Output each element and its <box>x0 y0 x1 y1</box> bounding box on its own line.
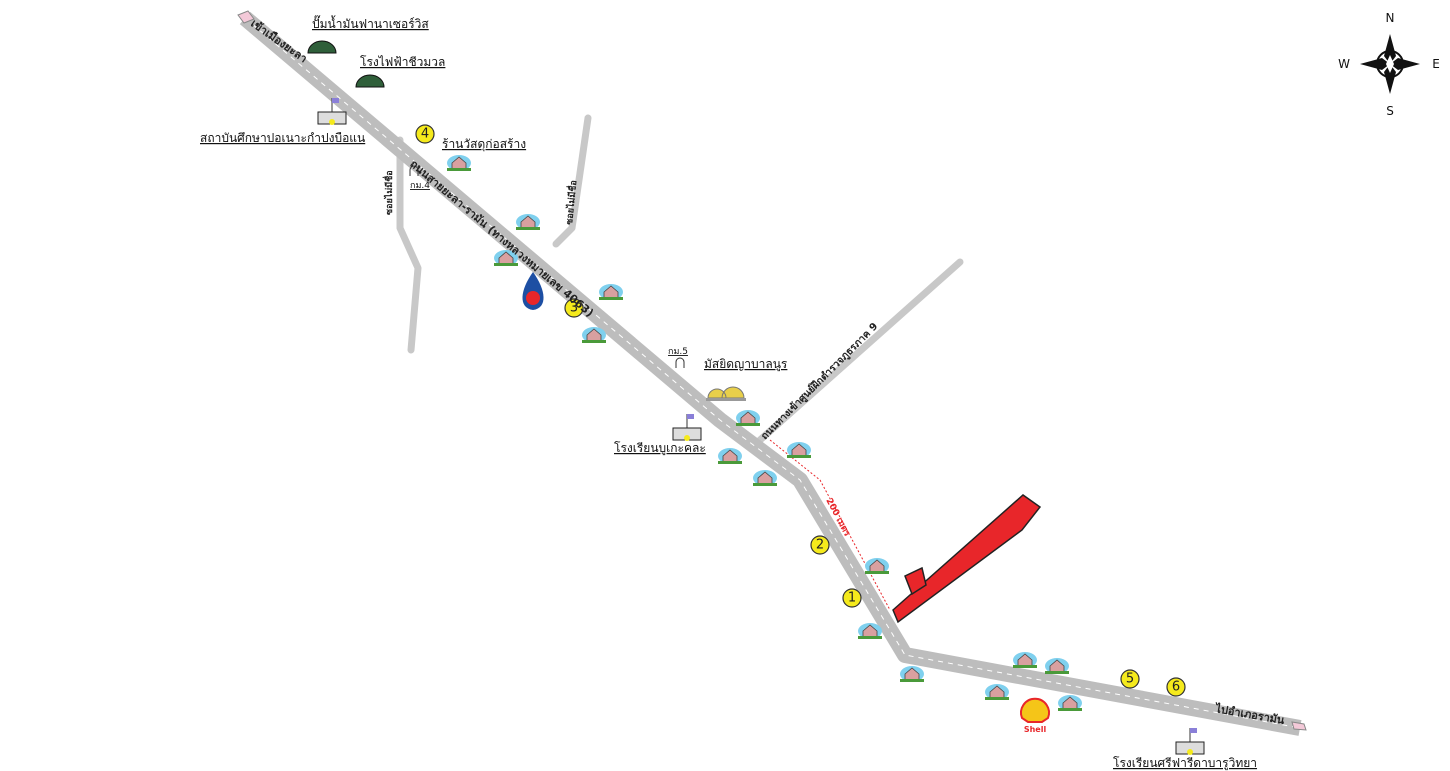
compass-south: S <box>1386 104 1394 118</box>
km5-label: กม.5 <box>668 347 688 357</box>
house-icon <box>447 155 471 171</box>
house-icon <box>494 250 518 266</box>
compass-rose: N S W E <box>1338 11 1440 118</box>
school-sri-label: โรงเรียนศรีฟารีดาบารูวิทยา <box>1113 756 1257 771</box>
school-flag-icon <box>317 98 347 125</box>
location-marker-1: 1 <box>842 588 862 608</box>
arrow-to-yala-icon <box>237 10 255 24</box>
compass-west: W <box>1338 57 1350 71</box>
hardware-store-label: ร้านวัสดุก่อสร้าง <box>442 137 526 152</box>
ptt-station-icon <box>522 272 544 310</box>
house-icon <box>985 684 1009 700</box>
compass-north: N <box>1386 11 1395 25</box>
house-icon <box>1058 695 1082 711</box>
soi-left-label: ซอยไม่มีชื่อ <box>382 170 395 215</box>
compass-east: E <box>1432 57 1440 71</box>
location-marker-5: 5 <box>1120 669 1140 689</box>
house-icon <box>582 327 606 343</box>
school-flag-icon <box>672 414 702 441</box>
police-access-road <box>756 258 964 444</box>
power-plant-label: โรงไฟฟ้าชีวมวล <box>360 55 445 69</box>
house-icon <box>900 666 924 682</box>
km4-post-icon <box>409 165 419 176</box>
location-marker-2: 2 <box>810 535 830 555</box>
house-icon <box>858 623 882 639</box>
soi-left-road <box>396 136 422 354</box>
police-road-label: ถนนทางเข้าศูนย์ฝึกตำรวจภูธรภาค 9 <box>759 321 880 442</box>
school-flag-icon <box>1175 728 1205 755</box>
shell-label: Shell <box>1024 725 1047 734</box>
house-icon <box>865 558 889 574</box>
project-parcel <box>892 494 1042 624</box>
fuel-station-icon <box>307 40 337 54</box>
marker-number: 2 <box>816 538 824 553</box>
marker-number: 1 <box>848 591 856 606</box>
house-icon <box>736 410 760 426</box>
marker-number: 3 <box>570 301 578 316</box>
marker-number: 4 <box>421 127 429 142</box>
main-road-centerline <box>244 17 1301 729</box>
km4-label: กม.4 <box>410 181 430 191</box>
shell-logo-icon: Shell <box>1020 697 1050 734</box>
house-icon <box>1045 658 1069 674</box>
house-icon <box>787 442 811 458</box>
marker-number: 6 <box>1172 680 1180 695</box>
mosque-icon <box>706 386 746 401</box>
location-marker-4: 4 <box>415 124 435 144</box>
km5-post-icon <box>675 357 685 368</box>
marker-number: 5 <box>1126 672 1134 687</box>
side-roads <box>396 114 964 444</box>
main-road-label: ถนนสายยะลา-รามัน (ทางหลวงหมายเลข 4063) <box>408 157 597 319</box>
arrow-to-raman-icon <box>1291 721 1307 731</box>
to-yala-label: เข้าเมืองยะลา <box>248 17 309 66</box>
fuel-station-label: ปั๊มน้ำมันฟานาเซอร์วิส <box>312 15 429 31</box>
power-plant-icon <box>355 74 385 88</box>
distance-line <box>769 439 891 611</box>
location-marker-3: 3 <box>564 298 584 318</box>
house-icon <box>1013 652 1037 668</box>
soi-right-label: ซอยไม่มีชื่อ <box>565 180 580 225</box>
house-icon <box>753 470 777 486</box>
house-icon <box>718 448 742 464</box>
location-marker-6: 6 <box>1166 677 1186 697</box>
house-icon <box>516 214 540 230</box>
main-road <box>239 11 1302 736</box>
school-bukae-label: โรงเรียนบูเกะคละ <box>614 441 706 456</box>
mosque-label: มัสยิดญาบาลนูร <box>704 357 788 372</box>
pondok-school-label: สถาบันศึกษาปอเนาะกำปงบือแน <box>200 131 365 145</box>
soi-right-road <box>552 114 592 248</box>
house-icon <box>599 284 623 300</box>
